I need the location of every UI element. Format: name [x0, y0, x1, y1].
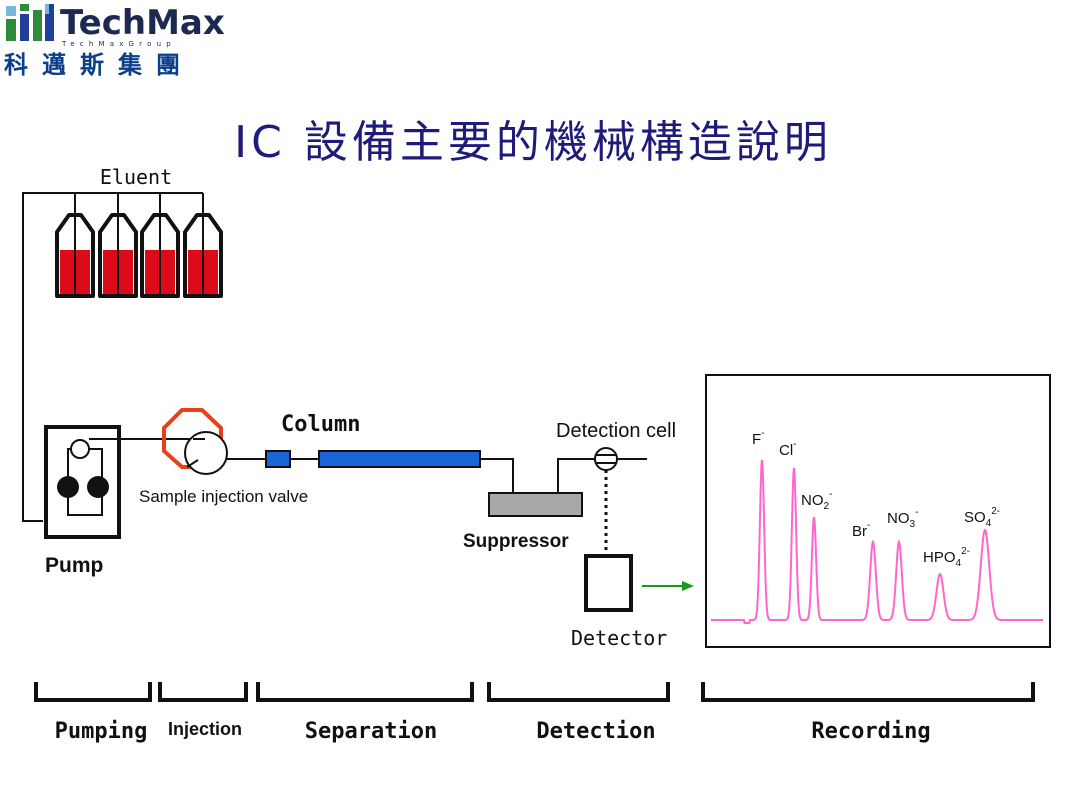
logo-mark-icon [6, 4, 54, 41]
logo-brand-text: TechMax [60, 3, 225, 43]
pump [44, 425, 121, 539]
detection-cell-label: Detection cell [556, 420, 676, 442]
stage-bracket [158, 682, 248, 702]
eluent-label: Eluent [100, 165, 172, 189]
eluent-bottles [55, 213, 223, 298]
eluent-bottle [55, 213, 95, 298]
peak-label: Br- [852, 520, 870, 540]
stage-label-pumping: Pumping [55, 719, 148, 744]
peak-label: HPO42- [923, 546, 970, 569]
detection-cell [594, 447, 618, 471]
pump-check-valve-icon [70, 439, 90, 459]
peak-label: NO3- [887, 507, 918, 530]
detector-label: Detector [571, 626, 667, 650]
stage-bracket [487, 682, 670, 702]
tubing-line [480, 458, 514, 493]
logo-group-text: TechMaxGroup [61, 40, 176, 48]
eluent-bottle [140, 213, 180, 298]
peak-label: SO42- [964, 506, 1000, 529]
guard-column [265, 450, 291, 468]
stage-bracket [701, 682, 1035, 702]
techmax-logo: TechMax TechMaxGroup 科邁斯集團 [4, 3, 225, 79]
pump-piston-icon [87, 476, 109, 498]
column-label: Column [281, 412, 360, 437]
eluent-tubing [22, 192, 204, 522]
peak-labels: F- Cl- NO2- Br- NO3-HPO42- SO42- [752, 428, 1000, 569]
chromatogram-trace [711, 459, 1043, 624]
eluent-bottle [98, 213, 138, 298]
stage-label-detection: Detection [536, 719, 655, 744]
pump-label: Pump [45, 554, 103, 577]
stage-bracket [34, 682, 152, 702]
peak-label: F- [752, 428, 765, 448]
detector [584, 554, 633, 612]
suppressor-label: Suppressor [463, 531, 569, 552]
stage-bracket [256, 682, 474, 702]
page-title: IC 設備主要的機械構造說明 [234, 117, 832, 168]
stage-label-recording: Recording [811, 719, 930, 744]
logo-chinese-text: 科邁斯集團 [4, 51, 194, 79]
column [318, 450, 481, 468]
eluent-bottle [183, 213, 223, 298]
peak-label: Cl- [779, 439, 797, 459]
arrow-right-icon [642, 581, 694, 591]
sample-injection-valve-label: Sample injection valve [139, 487, 308, 506]
pump-piston-icon [57, 476, 79, 498]
stage-label-separation: Separation [305, 719, 437, 744]
peak-label: NO2- [801, 489, 832, 512]
stage-brackets [34, 682, 1035, 702]
sample-injection-valve [162, 408, 228, 475]
suppressor [488, 492, 583, 517]
stage-label-injection: Injection [168, 719, 242, 739]
